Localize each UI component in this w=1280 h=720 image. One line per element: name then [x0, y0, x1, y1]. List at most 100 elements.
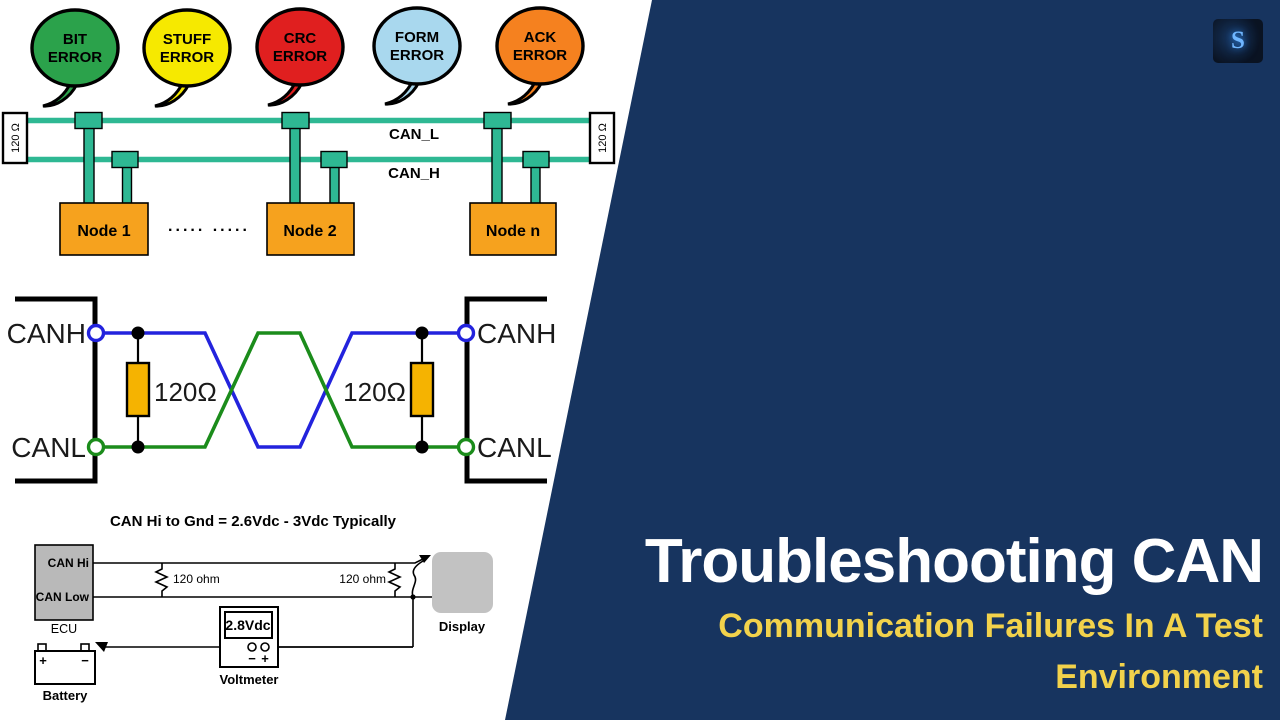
right-bus-resistor [387, 563, 402, 597]
voltmeter-plus-terminal [260, 642, 270, 652]
right-bus-resistor-value: 120 ohm [339, 572, 386, 586]
nodes-ellipsis: ..... ..... [168, 218, 250, 235]
voltmeter-reading: 2.8Vdc [225, 617, 270, 633]
ecu-pin-can-hi: CAN Hi [48, 556, 89, 570]
title-block: Troubleshooting CAN Communication Failur… [644, 527, 1264, 703]
error-bubble-bit: BIT ERROR [30, 8, 120, 108]
junction-dot [415, 326, 429, 340]
right-node-bracket [464, 296, 547, 484]
node2-label: Node 2 [283, 223, 336, 240]
noden-canh-tap [522, 150, 550, 169]
probe-wire [411, 560, 424, 647]
left-canl-label: CANL [11, 432, 86, 463]
display-box [432, 552, 493, 613]
left-node-bracket [15, 296, 98, 484]
node2-box [266, 202, 355, 256]
bubble-line1: STUFF [163, 31, 211, 48]
battery-plus-sign: + [39, 653, 47, 668]
voltmeter-plus-sign: + [261, 651, 269, 666]
bubble-line1: ACK [524, 29, 557, 46]
noden-canl-stub [491, 125, 503, 205]
page-title: Troubleshooting CAN [644, 527, 1264, 596]
voltmeter-minus-terminal [247, 642, 257, 652]
right-canh-label: CANH [477, 318, 556, 349]
display-caption: Display [439, 619, 486, 634]
battery-minus-sign: − [81, 653, 89, 668]
left-resistor-value: 120Ω [154, 377, 217, 407]
left-termination-resistor [125, 361, 151, 418]
right-resistor-value: 120Ω [343, 377, 406, 407]
page-subtitle: Communication Failures In A Test Environ… [645, 601, 1263, 703]
canh-wire [103, 331, 459, 449]
bubble-body [495, 6, 585, 86]
bubble-body [372, 6, 462, 86]
voltmeter-minus-sign: − [248, 651, 256, 666]
node1-canl-tap [74, 111, 103, 130]
ecu-caption: ECU [51, 622, 77, 636]
bubble-tail [42, 80, 80, 108]
bubble-tail [384, 78, 422, 106]
node1-canl-stub [83, 125, 95, 205]
bubble-line2: ERROR [390, 47, 444, 64]
node2-canh-tap [320, 150, 348, 169]
error-bubble-crc: CRC ERROR [255, 7, 345, 107]
bubble-line2: ERROR [160, 49, 214, 66]
right-termination-resistor [409, 361, 435, 418]
node1-box [59, 202, 149, 256]
bubble-tail [507, 78, 545, 106]
measurement-title: CAN Hi to Gnd = 2.6Vdc - 3Vdc Typically [110, 513, 397, 530]
can-termination-diagram: 120Ω 120Ω CANH CANL CANH CANL [7, 296, 556, 484]
error-bubble-ack: ACK ERROR [495, 6, 585, 106]
right-canl-pin [456, 437, 476, 457]
node1-canh-tap [111, 150, 139, 169]
node2-canl-stub [289, 125, 301, 205]
noden-canl-tap [483, 111, 512, 130]
left-bus-resistor-value: 120 ohm [173, 572, 220, 586]
error-bubble-stuff: STUFF ERROR [142, 8, 232, 108]
voltmeter-caption: Voltmeter [220, 672, 279, 687]
battery-caption: Battery [43, 688, 89, 703]
junction-dot [410, 594, 416, 600]
noden-canh-stub [530, 164, 541, 205]
can-bus-topology-diagram: BIT ERROR STUFF ERROR CRC ERROR FORM ERR… [1, 6, 616, 256]
can-voltage-measurement-diagram: CAN Hi to Gnd = 2.6Vdc - 3Vdc Typically … [34, 513, 493, 703]
bubble-body [30, 8, 120, 88]
node1-label: Node 1 [77, 223, 130, 240]
bubble-line1: BIT [63, 31, 87, 48]
battery-minus-terminal [80, 643, 90, 652]
bubble-body [255, 7, 345, 87]
left-canh-pin [86, 323, 106, 343]
noden-label: Node n [486, 223, 540, 240]
right-canl-label: CANL [477, 432, 552, 463]
left-terminator-box [1, 111, 29, 165]
junction-dot [131, 326, 145, 340]
battery-plus-terminal [37, 643, 47, 652]
can-h-label: CAN_H [388, 165, 440, 182]
bubble-tail [154, 80, 192, 108]
right-canh-pin [456, 323, 476, 343]
can-hi-wire [93, 556, 428, 564]
junction-dot [415, 440, 429, 454]
noden-box [469, 202, 557, 256]
bubble-line2: ERROR [273, 48, 327, 65]
brand-logo: S [1213, 19, 1263, 63]
bubble-line1: CRC [284, 30, 317, 47]
can-l-label: CAN_L [389, 126, 439, 143]
node2-canl-tap [281, 111, 310, 130]
battery-arrowhead [95, 642, 108, 652]
ecu-pin-can-low: CAN Low [36, 590, 90, 604]
bubble-line2: ERROR [48, 49, 102, 66]
bubble-tail [267, 79, 305, 107]
left-canh-label: CANH [7, 318, 86, 349]
node2-canh-stub [329, 164, 340, 205]
bubble-line2: ERROR [513, 47, 567, 64]
right-terminator-label: 120 Ω [597, 123, 609, 153]
left-bus-resistor [154, 563, 169, 597]
subtitle-line-1: Communication Failures In A Test [718, 607, 1263, 645]
logo-letter: S [1231, 27, 1245, 54]
left-terminator-label: 120 Ω [10, 123, 22, 153]
ecu-box [34, 544, 94, 621]
right-terminator-box [588, 111, 616, 165]
node1-canh-stub [121, 164, 133, 205]
